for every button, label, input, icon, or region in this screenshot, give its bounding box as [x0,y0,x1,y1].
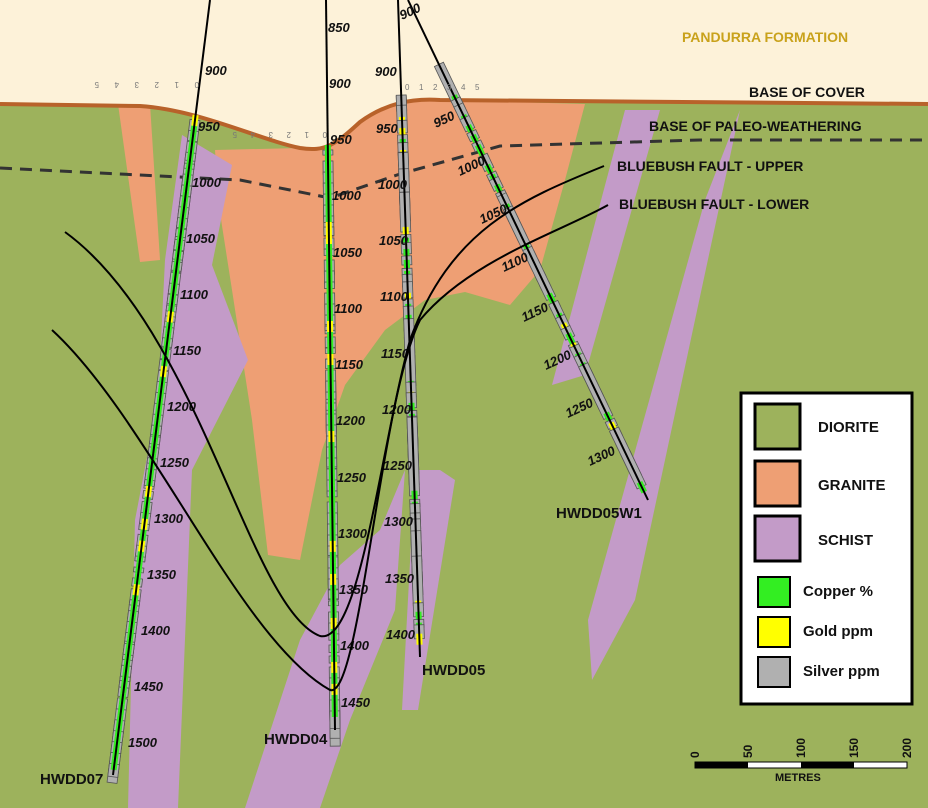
depth-label: 950 [376,121,398,136]
scale-tick-100: 100 [794,738,808,758]
assay-bar [328,595,339,608]
histogram-scale-tick: 3 [134,80,139,89]
hole-name-hwdd05w1: HWDD05W1 [556,505,642,522]
depth-label: 950 [330,132,352,147]
legend-label-silver: Silver ppm [803,663,880,680]
bluebush-fault-lower-label: BLUEBUSH FAULT - LOWER [619,196,809,212]
histogram-scale-tick: 0 [322,130,327,139]
hole-name-hwdd07: HWDD07 [40,771,103,788]
depth-label: 900 [329,76,351,91]
schist-left [128,135,248,808]
hole-name-hwdd04: HWDD04 [264,731,328,748]
depth-label: 1400 [141,623,171,638]
depth-label: 1300 [384,514,414,529]
histogram-scale-tick: 3 [447,83,452,92]
base-of-paleo-weathering-label: BASE OF PALEO-WEATHERING [649,118,862,134]
depth-label: 1400 [340,638,370,653]
legend-swatch-gold [757,616,791,648]
legend-swatch-schist [753,514,802,563]
histogram-scale-tick: 2 [433,83,438,92]
scale-tick-150: 150 [847,738,861,758]
depth-label: 1150 [381,346,410,361]
histogram-scale-tick: 5 [475,83,480,92]
histogram-scale-tick: 4 [114,80,119,89]
legend-label-granite: GRANITE [818,477,886,494]
legend-label-schist: SCHIST [818,532,873,549]
histogram-scale-tick: 0 [405,83,410,92]
depth-label: 1500 [128,735,158,750]
legend-label-gold: Gold ppm [803,623,873,640]
histogram-scale-tick: 1 [419,83,424,92]
histogram-scale-tick: 2 [286,130,291,139]
depth-label: 1100 [334,301,363,316]
depth-label: 1350 [385,571,415,586]
depth-label: 1450 [341,695,371,710]
depth-label: 1100 [180,287,209,302]
depth-label: 950 [198,119,220,134]
legend: DIORITE GRANITE SCHIST Copper % Gold ppm… [739,391,914,706]
histogram-scale-tick: 4 [250,130,255,139]
depth-label: 850 [328,20,350,35]
histogram-scale-tick: 1 [304,130,309,139]
legend-label-copper: Copper % [803,583,873,600]
bluebush-fault-upper-label: BLUEBUSH FAULT - UPPER [617,158,803,174]
legend-label-diorite: DIORITE [818,419,879,436]
depth-label: 1200 [336,413,366,428]
granite-body [215,98,585,560]
depth-label: 1400 [386,627,416,642]
depth-label: 1250 [160,455,190,470]
depth-label: 1250 [337,470,367,485]
depth-label: 1150 [173,343,202,358]
depth-label: 1450 [134,679,164,694]
depth-label: 1100 [380,289,409,304]
depth-label: 1000 [332,188,362,203]
depth-label: 1050 [186,231,216,246]
depth-label: 1050 [333,245,363,260]
drill-trace-hwdd07 [112,0,211,776]
drill-trace-hwdd05w1 [407,0,649,501]
depth-label: 1150 [335,357,364,372]
granite-strip [118,104,160,262]
histogram-scale-tick: 5 [232,130,237,139]
depth-label: 1200 [382,402,412,417]
schist-right-2 [588,110,740,680]
drill-trace-hwdd04 [325,0,336,731]
legend-swatch-silver [757,656,791,688]
scale-tick-50: 50 [741,744,755,758]
legend-swatch-granite [753,459,802,508]
histogram-scale-tick: 4 [461,83,466,92]
histogram-scale-tick: 1 [174,80,179,89]
depth-label: 1300 [338,526,368,541]
scale-tick-200: 200 [900,738,914,758]
scale-tick-0: 0 [688,751,702,758]
scale-unit: METRES [775,772,821,784]
hole-name-hwdd05: HWDD05 [422,662,485,679]
base-of-cover-label: BASE OF COVER [749,84,865,100]
legend-swatch-diorite [753,402,802,451]
schist-right-1 [552,110,660,385]
depth-label: 1250 [383,458,413,473]
depth-label: 1050 [379,233,409,248]
depth-label: 900 [205,63,227,78]
schist-center [245,470,405,808]
bluebush-fault-upper-line [64,165,605,638]
pandurra-cover [0,0,928,150]
drill-trace-hwdd05 [397,0,421,658]
depth-label: 1300 [154,511,184,526]
histogram-scale-tick: 2 [154,80,159,89]
bluebush-fault-lower-line [51,204,609,692]
histogram-scale-tick: 5 [94,80,99,89]
scale-bar: 0 50 100 150 200 METRES [688,738,914,784]
depth-label: 1000 [192,175,222,190]
depth-label: 900 [375,64,397,79]
depth-label: 1000 [378,177,408,192]
histogram-scale-tick: 0 [194,80,199,89]
histogram-scale-tick: 3 [268,130,273,139]
depth-label: 1350 [147,567,177,582]
legend-swatch-copper [757,576,791,608]
pandurra-formation-label: PANDURRA FORMATION [682,29,848,45]
